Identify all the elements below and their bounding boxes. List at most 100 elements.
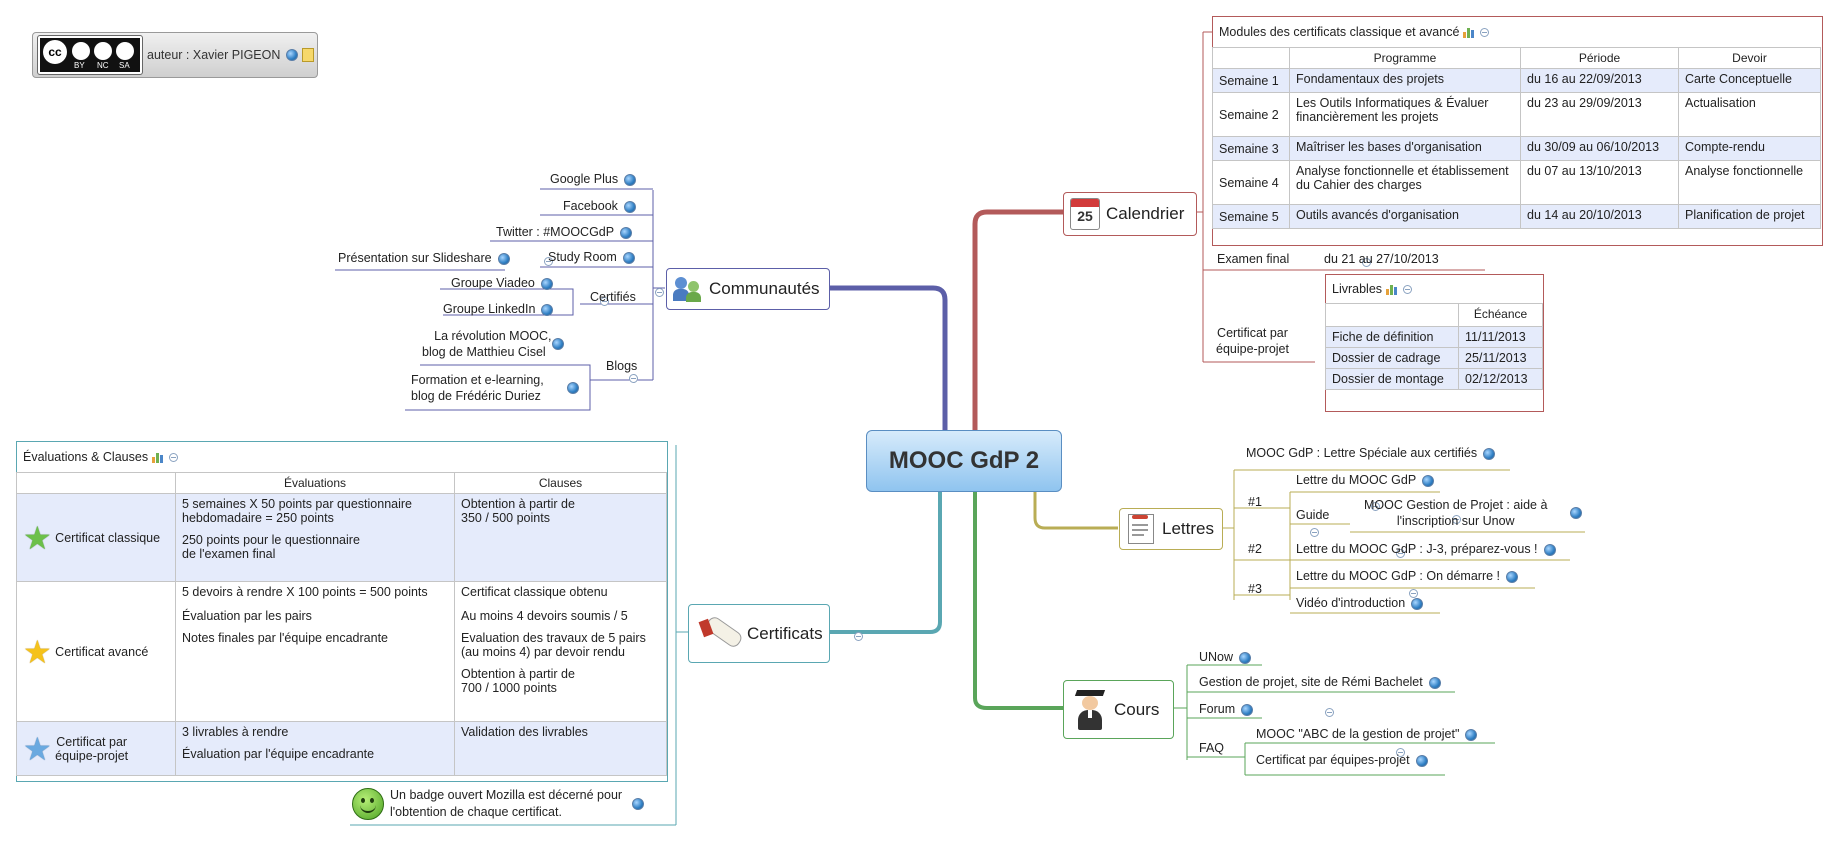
globe-icon[interactable]: [286, 49, 299, 61]
collapse-guide[interactable]: [1451, 515, 1461, 525]
cert-equipes-link[interactable]: Certificat par équipes-projet: [1256, 752, 1428, 768]
table-row: Semaine 2 Les Outils Informatiques & Éva…: [1212, 92, 1821, 137]
table-row: Semaine 1 Fondamentaux des projets du 16…: [1212, 68, 1821, 93]
gold-star-icon: ★: [23, 633, 52, 670]
globe-icon[interactable]: [1415, 754, 1428, 767]
calendar-icon: 25: [1070, 198, 1100, 230]
certificats-label: Certificats: [747, 623, 823, 643]
globe-icon[interactable]: [541, 303, 554, 316]
collapse-lettres[interactable]: [1310, 528, 1320, 538]
certificats-node[interactable]: Certificats: [688, 604, 830, 663]
globe-icon[interactable]: [1428, 676, 1441, 689]
chart-icon: [1463, 27, 1475, 38]
cours-label: Cours: [1114, 699, 1160, 719]
collapse-n3[interactable]: [1408, 589, 1418, 599]
globe-icon[interactable]: [497, 252, 510, 265]
lettres-node[interactable]: Lettres: [1119, 508, 1223, 550]
globe-icon[interactable]: [1465, 728, 1478, 741]
examen-final-date[interactable]: du 21 au 27/10/2013: [1324, 252, 1439, 266]
blog-cisel-link[interactable]: La révolution MOOC, blog de Matthieu Cis…: [422, 328, 564, 360]
lettre-speciale-link[interactable]: MOOC GdP : Lettre Spéciale aux certifiés: [1246, 445, 1496, 461]
google-plus-link[interactable]: Google Plus: [550, 171, 637, 187]
collapse-examen[interactable]: [1362, 258, 1372, 268]
abc-gestion-link[interactable]: MOOC "ABC de la gestion de projet": [1256, 726, 1478, 742]
collapse-evaluations[interactable]: [169, 452, 179, 462]
blog-duriez-link[interactable]: Formation et e-learning, blog de Frédéri…: [411, 373, 544, 403]
globe-icon[interactable]: [620, 226, 633, 239]
modules-table-title: Modules des certificats classique et ava…: [1219, 25, 1460, 39]
guide-unow-link[interactable]: MOOC Gestion de Projet : aide à l'inscri…: [1364, 498, 1548, 528]
globe-icon[interactable]: [622, 251, 635, 264]
chart-icon: [1386, 284, 1398, 295]
groupe-linkedin-link[interactable]: Groupe LinkedIn: [443, 301, 554, 317]
evaluations-table-box: Évaluations & Clauses Évaluations Clause…: [16, 441, 668, 782]
table-row: ★ Certificat classique 5 semaines X 50 p…: [16, 493, 667, 582]
calendrier-node[interactable]: 25 Calendrier: [1063, 192, 1197, 236]
globe-icon[interactable]: [623, 200, 636, 213]
cours-node[interactable]: Cours: [1063, 680, 1174, 739]
globe-icon[interactable]: [1241, 703, 1254, 716]
collapse-modules[interactable]: [1480, 27, 1490, 37]
diploma-icon: [697, 612, 745, 656]
number-2-label[interactable]: #2: [1248, 542, 1262, 556]
globe-icon[interactable]: [1483, 447, 1496, 460]
forum-link[interactable]: Forum: [1199, 701, 1254, 717]
number-1-label[interactable]: #1: [1248, 495, 1262, 509]
lettre-j3-link[interactable]: Lettre du MOOC GdP : J-3, préparez-vous …: [1296, 541, 1556, 557]
note-icon[interactable]: [302, 48, 315, 62]
faq-label[interactable]: FAQ: [1199, 741, 1225, 755]
communautes-node[interactable]: Communautés: [666, 268, 830, 310]
globe-icon[interactable]: [551, 337, 564, 350]
letter-icon: [1128, 514, 1154, 544]
globe-icon[interactable]: [1543, 543, 1556, 556]
blogs-label[interactable]: Blogs: [606, 359, 638, 373]
central-topic-label: MOOC GdP 2: [888, 447, 1040, 474]
chart-icon: [152, 452, 164, 463]
globe-icon[interactable]: [567, 382, 579, 394]
globe-icon[interactable]: [540, 277, 553, 290]
collapse-cours[interactable]: [1324, 708, 1334, 718]
globe-icon[interactable]: [624, 173, 637, 186]
slideshare-link[interactable]: Présentation sur Slideshare: [338, 250, 510, 266]
collapse-certificats[interactable]: [853, 632, 863, 642]
green-star-icon: ★: [23, 519, 52, 556]
collapse-certifies[interactable]: [600, 297, 610, 307]
certifies-label[interactable]: Certifiés: [590, 290, 636, 304]
globe-icon[interactable]: [1239, 651, 1252, 664]
lettre-demarre-link[interactable]: Lettre du MOOC GdP : On démarre !: [1296, 568, 1519, 584]
certificat-equipe-label[interactable]: Certificat par équipe-projet: [1216, 326, 1289, 356]
collapse-study-room[interactable]: [543, 257, 553, 267]
guide-label[interactable]: Guide: [1296, 508, 1330, 522]
lettre-du-mooc-link[interactable]: Lettre du MOOC GdP: [1296, 472, 1435, 488]
smiley-icon: [352, 788, 384, 820]
globe-icon[interactable]: [1506, 570, 1519, 583]
globe-icon[interactable]: [632, 798, 645, 810]
table-row: ★ Certificat par équipe-projet 3 livrabl…: [16, 721, 667, 776]
collapse-communautes[interactable]: [655, 288, 664, 298]
number-3-label[interactable]: #3: [1248, 582, 1262, 596]
collapse-n2[interactable]: [1396, 549, 1406, 559]
people-icon: [673, 275, 703, 303]
collapse-livrables[interactable]: [1403, 284, 1413, 294]
globe-icon[interactable]: [1422, 474, 1435, 487]
modules-table-box: Modules des certificats classique et ava…: [1212, 16, 1823, 246]
facebook-link[interactable]: Facebook: [563, 198, 636, 214]
collapse-faq[interactable]: [1396, 748, 1406, 758]
collapse-n1[interactable]: [1371, 502, 1380, 512]
unow-link[interactable]: UNow: [1199, 649, 1252, 665]
video-intro-link[interactable]: Vidéo d'introduction: [1296, 595, 1424, 611]
globe-icon[interactable]: [1570, 507, 1582, 519]
examen-final-label[interactable]: Examen final: [1217, 252, 1290, 266]
collapse-blogs[interactable]: [628, 374, 638, 384]
study-room-link[interactable]: Study Room: [548, 249, 635, 265]
twitter-link[interactable]: Twitter : #MOOCGdP: [496, 224, 633, 240]
gestion-projet-link[interactable]: Gestion de projet, site de Rémi Bachelet: [1199, 674, 1441, 690]
central-topic[interactable]: MOOC GdP 2: [866, 430, 1062, 492]
groupe-viadeo-link[interactable]: Groupe Viadeo: [451, 275, 553, 291]
table-row: Semaine 5 Outils avancés d'organisation …: [1212, 204, 1821, 229]
badge-note[interactable]: Un badge ouvert Mozilla est décerné pour…: [352, 784, 668, 824]
globe-icon[interactable]: [1411, 597, 1424, 610]
